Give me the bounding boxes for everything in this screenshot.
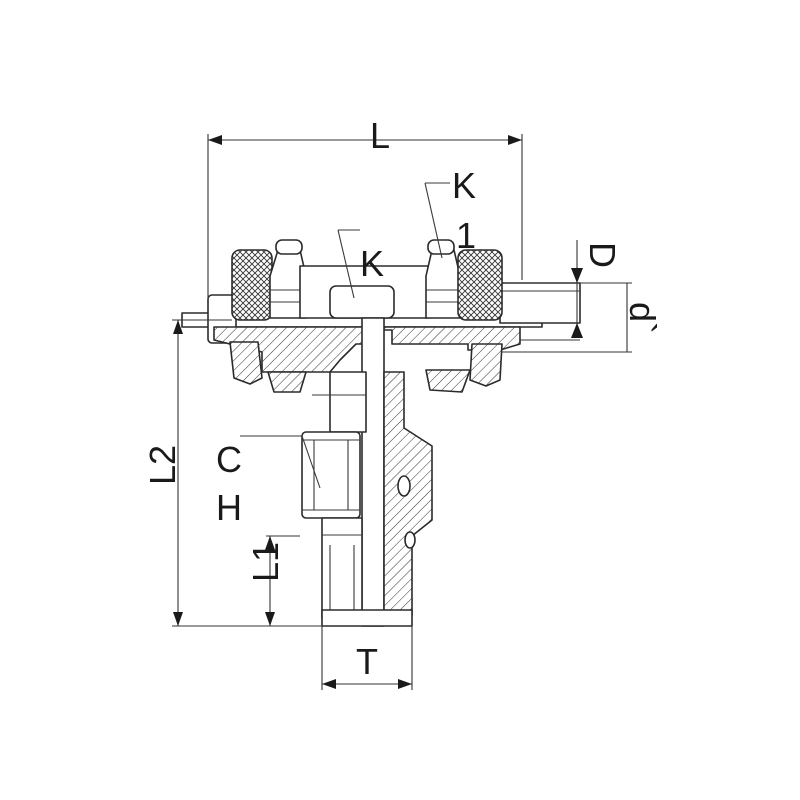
label-one: 1 (456, 215, 476, 256)
label-T: T (356, 641, 378, 682)
right-tube (499, 282, 581, 324)
label-d-prime: d` (622, 302, 663, 334)
left-sleeve-section (229, 341, 263, 385)
labels: L K 1 K D d` L2 C H L1 T (142, 115, 663, 682)
stem-neck (329, 371, 367, 433)
label-L2: L2 (142, 445, 183, 485)
label-K-top: K (452, 165, 476, 206)
label-K-mid: K (360, 243, 384, 284)
label-C: C (216, 439, 242, 480)
threaded-end (321, 517, 363, 619)
center-plug (329, 285, 395, 319)
label-D: D (582, 242, 623, 268)
label-H: H (216, 487, 242, 528)
label-L1: L1 (245, 542, 286, 582)
top-run-assembly (181, 239, 581, 627)
hex-body (301, 431, 361, 519)
right-knurled-nut (457, 249, 503, 321)
label-L: L (370, 115, 390, 156)
left-knurled-nut (231, 249, 273, 321)
vertical-bore (361, 317, 385, 627)
dimension-lines (172, 134, 632, 690)
thread-tip (321, 609, 413, 627)
lower-stem-assembly (301, 371, 433, 627)
right-collet (425, 249, 461, 319)
